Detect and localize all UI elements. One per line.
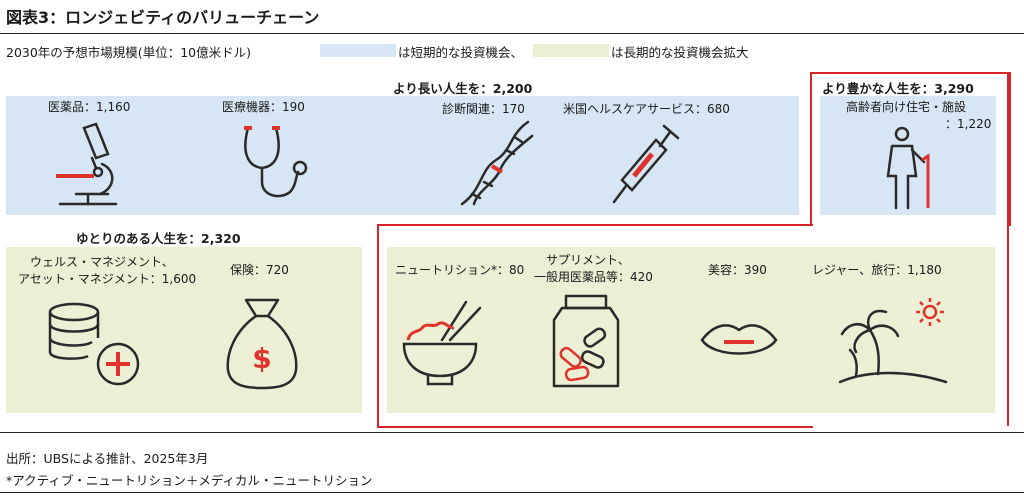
dna-icon xyxy=(460,120,534,206)
frame-richer-life-left xyxy=(377,224,813,428)
legend-swatch-long-term xyxy=(533,44,609,57)
item-label-insurance: 保険：720 xyxy=(230,263,289,277)
item-label-diagnostics: 診断関連：170 xyxy=(442,102,525,116)
frame-richer-life-top xyxy=(810,72,1011,226)
legend-swatch-short-term xyxy=(320,44,396,57)
figure-subtitle: 2030年の予想市場規模(単位：10億米ドル) xyxy=(6,45,251,60)
item-label-senior-housing-line1: 高齢者向け住宅・施設 xyxy=(846,100,967,114)
item-label-nutrition: ニュートリション*：80 xyxy=(395,263,525,277)
svg-text:$: $ xyxy=(252,342,271,375)
item-label-pharma: 医薬品：1,160 xyxy=(48,100,131,114)
item-label-us-healthcare-services: 米国ヘルスケアサービス：680 xyxy=(563,102,730,116)
stethoscope-icon xyxy=(244,126,308,198)
lips-icon xyxy=(700,324,778,355)
footnote: *アクティブ・ニュートリション＋メディカル・ニュートリション xyxy=(6,473,373,488)
group-title-longer-life: より長い人生を：2,200 xyxy=(393,81,533,96)
rice-bowl-icon xyxy=(402,300,482,386)
palm-island-icon xyxy=(838,298,948,384)
item-label-medical-devices: 医療機器：190 xyxy=(222,100,305,114)
bottom-rule-top xyxy=(0,432,1024,433)
group-title-richer-life: より豊かな人生を：3,290 xyxy=(822,81,974,96)
item-label-leisure-travel: レジャー、旅行：1,180 xyxy=(812,263,942,277)
item-label-wealth-management-line1: ウェルス・マネジメント、 xyxy=(30,255,174,269)
microscope-icon xyxy=(56,122,118,206)
group-title-comfortable-life: ゆとりのある人生を：2,320 xyxy=(76,231,241,246)
item-label-wealth-management-line2: アセット・マネジメント：1,600 xyxy=(18,272,197,286)
elderly-person-icon xyxy=(886,126,930,210)
pill-bottle-icon xyxy=(552,294,620,388)
money-bag-icon: $ xyxy=(226,298,298,390)
item-label-senior-housing-line2: ：1,220 xyxy=(945,117,992,131)
panel-longer-life xyxy=(6,96,799,215)
item-label-supplements-line2: 一般用医薬品等：420 xyxy=(534,270,653,284)
source-note: 出所：UBSによる推計、2025年3月 xyxy=(6,451,209,466)
coins-plus-icon xyxy=(48,302,140,386)
figure-title: 図表3：ロンジェビティのバリューチェーン xyxy=(6,8,320,27)
top-rule xyxy=(0,33,1024,34)
bottom-rule xyxy=(0,492,1024,493)
legend-long-term-label: は長期的な投資機会拡大 xyxy=(611,45,749,60)
syringe-icon xyxy=(612,124,680,204)
legend-short-term-label: は短期的な投資機会、 xyxy=(398,45,524,60)
item-label-supplements-line1: サプリメント、 xyxy=(546,253,630,267)
item-label-beauty: 美容：390 xyxy=(708,263,767,277)
frame-richer-life-right xyxy=(1007,72,1009,426)
